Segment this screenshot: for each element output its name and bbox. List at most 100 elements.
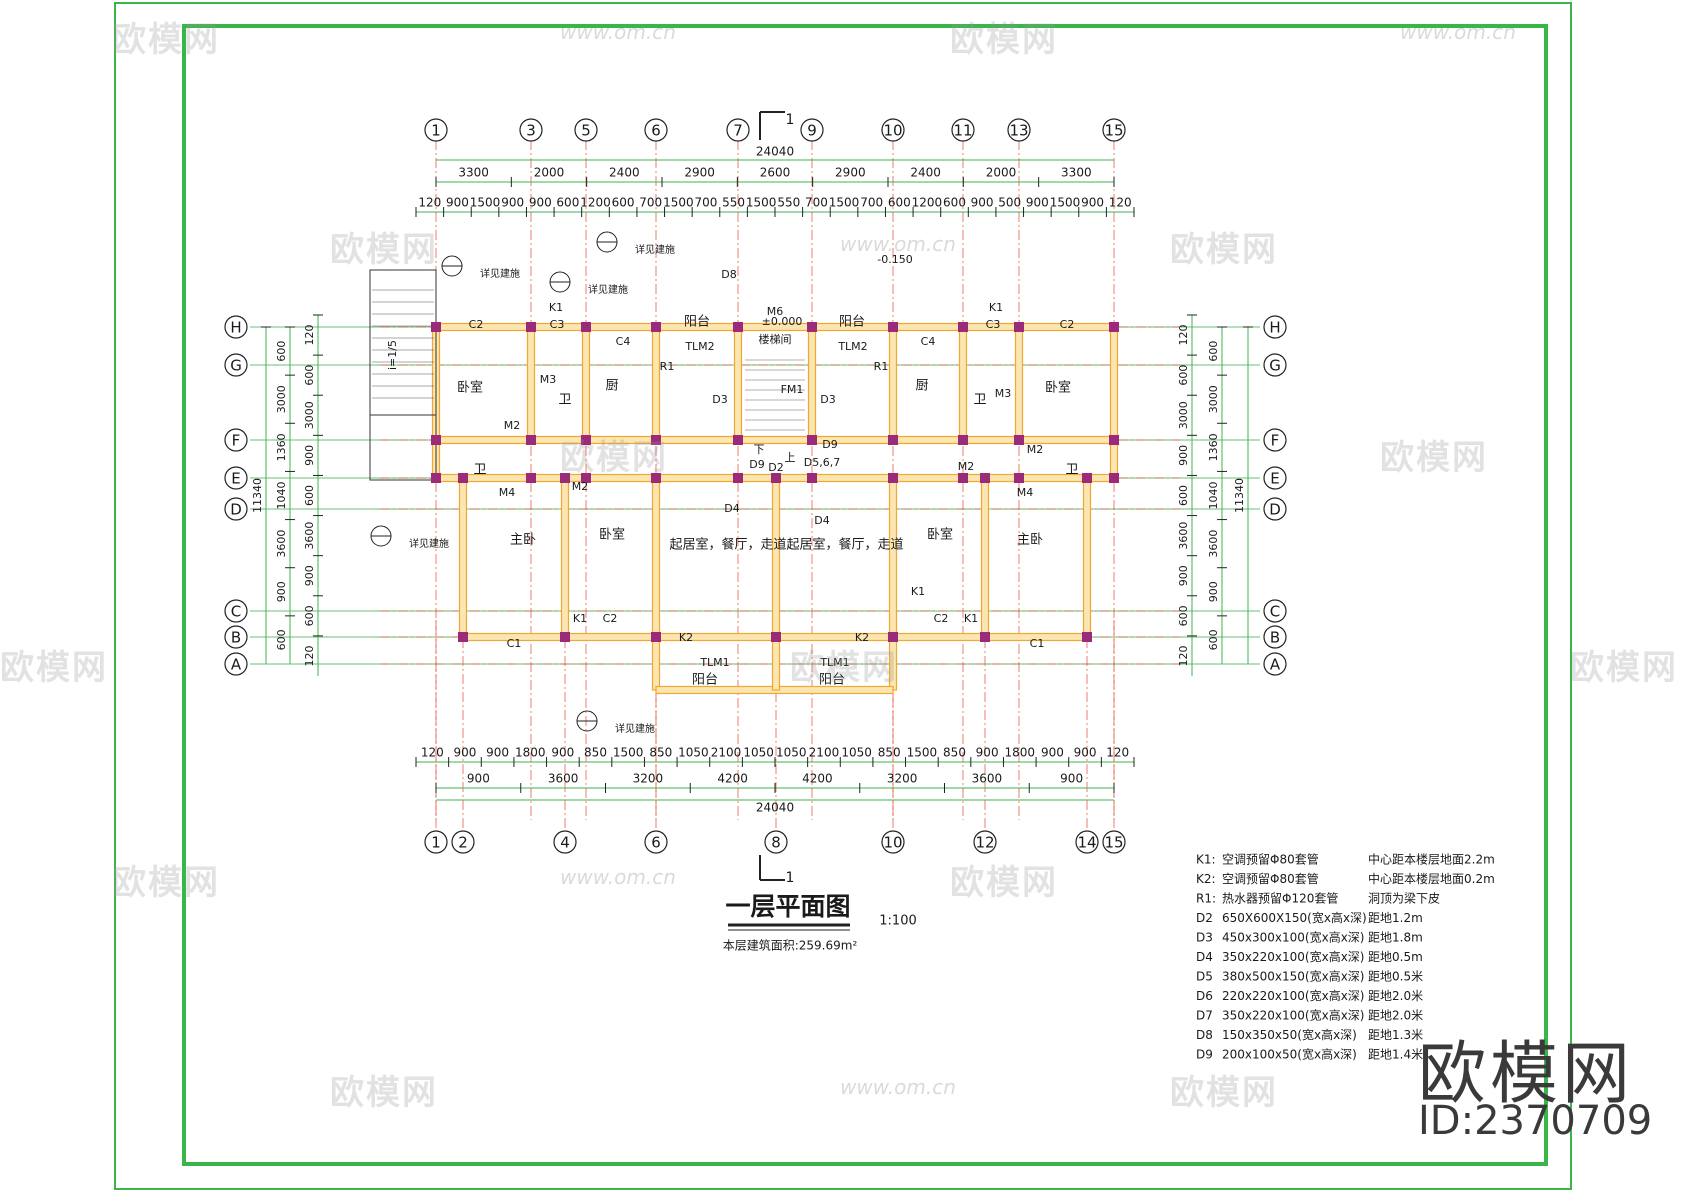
bottom-dim-row1-label: 120 [421, 746, 444, 760]
left-dim-mid-label: 3000 [275, 385, 288, 413]
exterior-stair [369, 269, 437, 416]
legend-note: 距地0.5米 [1368, 970, 1423, 984]
plan-label-m4: M4 [1017, 486, 1034, 499]
right-dim-mid-label: 3600 [1207, 530, 1220, 558]
legend-note: 距地0.5m [1368, 950, 1423, 964]
top-dim-row2-label: 1500 [470, 196, 501, 210]
bottom-dim-row1-label: 850 [649, 746, 672, 760]
bottom-dim-row1-label: 850 [584, 746, 607, 760]
top-dim-row2-label: 900 [1081, 196, 1104, 210]
interior-wall [651, 326, 661, 441]
structural-column [526, 435, 536, 445]
legend-note: 距地1.4米 [1368, 1048, 1423, 1062]
right-dim-mid-label: 3000 [1207, 385, 1220, 413]
plan-label-tlm2: TLM2 [837, 340, 867, 353]
right-dim-inner-label: 900 [1177, 565, 1190, 586]
brand-logo: 欧模网 [1418, 1035, 1635, 1114]
top-dim-row2-label: 700 [639, 196, 662, 210]
interior-wall [526, 326, 536, 441]
bottom-dim-row1-label: 1800 [515, 746, 546, 760]
legend-code: K1: [1196, 853, 1216, 867]
legend-code: R1: [1196, 892, 1216, 906]
room-label-bedroom: 卧室 [1045, 380, 1071, 396]
room-label-balcony: 阳台 [684, 315, 710, 330]
structural-column [526, 473, 536, 483]
left-dim-inner-label: 600 [303, 485, 316, 506]
axis-bubble-top-13-circle [1007, 118, 1031, 142]
top-dim-row2-label: 900 [971, 196, 994, 210]
axis-bubble-bottom-4-circle [553, 830, 577, 854]
axis-bubble-top-11: 11 [953, 122, 972, 140]
axis-bubble-right-D-circle [1263, 497, 1287, 521]
top-dim-row2-label: 500 [998, 196, 1021, 210]
interior-wall [958, 326, 968, 441]
bottom-dim-row1-label: 850 [878, 746, 901, 760]
plan-label-up: 上 [785, 451, 796, 464]
axis-bubble-right-G-circle [1263, 353, 1287, 377]
axis-bubble-left-G: G [230, 357, 242, 375]
legend-note: 中心距本楼层地面0.2m [1368, 871, 1495, 886]
legend-text: 150x350x50(宽x高x深) [1222, 1027, 1357, 1042]
structural-column [980, 473, 990, 483]
left-dim-inner-label: 900 [303, 445, 316, 466]
structural-column [431, 322, 441, 332]
plan-label-m2: M2 [572, 480, 589, 493]
plan-label-d8: D8 [721, 268, 736, 281]
plan-label-k2: K2 [855, 631, 869, 644]
plan-label-d9: D9 [822, 438, 837, 451]
axis-bubble-left-E: E [231, 470, 240, 488]
legend-note: 距地1.3米 [1368, 1028, 1423, 1042]
plan-label-c2: C2 [603, 612, 618, 625]
plan-label-m4: M4 [499, 486, 516, 499]
axis-bubble-left-E-circle [224, 466, 248, 490]
room-label-toilet: 卫 [1065, 463, 1078, 478]
room-label-living: 起居室，餐厅，走道 [669, 537, 786, 553]
right-dim-inner-label: 600 [1177, 605, 1190, 626]
interior-wall [651, 477, 661, 638]
axis-bubble-top-6-circle [644, 118, 668, 142]
top-dim-row2-label: 550 [777, 196, 800, 210]
legend-code: D6 [1196, 989, 1213, 1003]
top-dim-row2-label: 550 [722, 196, 745, 210]
axis-bubble-top-7-circle [726, 118, 750, 142]
legend-text: 350x220x100(宽x高x深) [1222, 949, 1364, 964]
legend-note: 距地2.0米 [1368, 1009, 1423, 1023]
right-dim-inner-label: 900 [1177, 445, 1190, 466]
right-dim-inner-label: 600 [1177, 485, 1190, 506]
legend-text: 热水器预留Φ120套管 [1222, 891, 1338, 906]
balcony-wall [651, 636, 661, 691]
right-dim-inner-label: 120 [1177, 325, 1190, 346]
bottom-dim-row1-label: 2100 [711, 746, 742, 760]
plan-label-elev-neg: -0.150 [877, 253, 912, 266]
axis-bubble-right-C: C [1270, 603, 1280, 621]
legend-note: 中心距本楼层地面2.2m [1368, 852, 1495, 867]
structural-column [526, 322, 536, 332]
right-dim-inner-label: 600 [1177, 365, 1190, 386]
right-dim-outer-label: 11340 [1233, 478, 1246, 513]
structural-column [458, 473, 468, 483]
axis-bubble-right-A: A [1270, 656, 1281, 674]
bottom-dim-row1-label: 1050 [743, 746, 774, 760]
bottom-dim-row2-label: 900 [467, 772, 490, 786]
axis-bubble-left-A-circle [224, 652, 248, 676]
axis-bubble-left-D-circle [224, 497, 248, 521]
room-label-toilet: 卫 [973, 393, 986, 408]
plan-label-k1: K1 [964, 612, 978, 625]
plan-label-k1: K1 [549, 301, 563, 314]
bottom-dim-row2-label: 900 [1060, 772, 1083, 786]
watermark-logo: 欧模网 [950, 20, 1058, 60]
watermark-logo: 欧模网 [790, 648, 898, 688]
structural-column [581, 473, 591, 483]
structural-column [888, 632, 898, 642]
plan-label-r1: R1 [874, 360, 889, 373]
watermark-url: www.om.cn [840, 1075, 956, 1099]
axis-bubble-bottom-14: 14 [1077, 834, 1096, 852]
bottom-dim-row2-label: 4200 [802, 772, 833, 786]
plan-label-k1: K1 [989, 301, 1003, 314]
room-label-balcony: 阳台 [819, 673, 845, 688]
bottom-dim-row2-label: 4200 [717, 772, 748, 786]
axis-bubble-bottom-1: 1 [431, 834, 441, 852]
plan-label-d2: D2 [768, 461, 783, 474]
plan-label-d4: D4 [814, 514, 829, 527]
